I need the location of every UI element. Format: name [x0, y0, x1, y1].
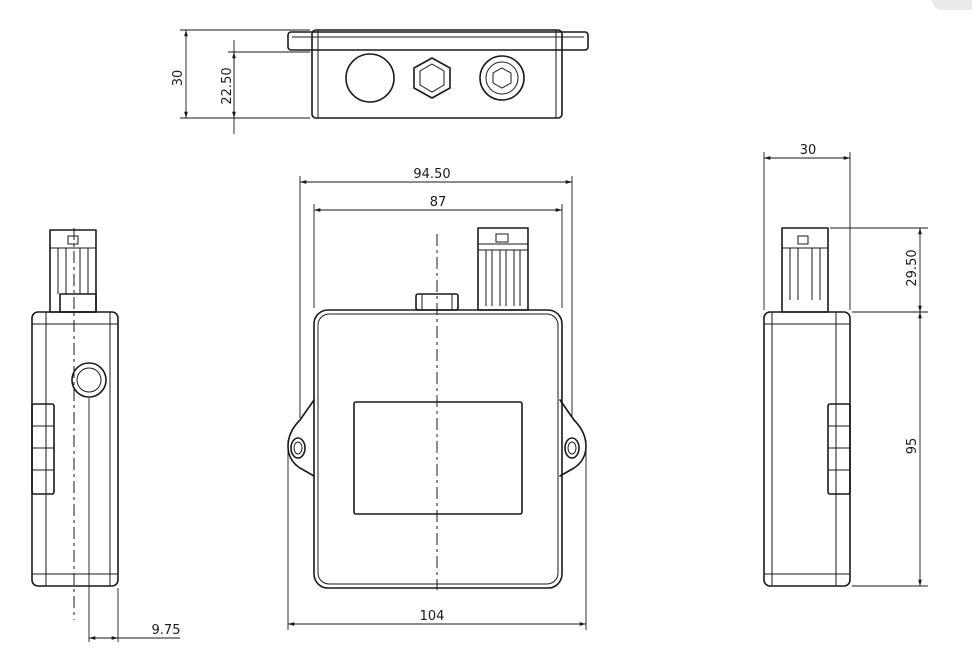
top-view: 30 22.50	[171, 29, 589, 134]
hex-nut-inner	[419, 63, 445, 93]
connector-latch	[495, 233, 509, 243]
dim-front-width-overall: 104	[420, 609, 445, 624]
right-connector	[781, 227, 829, 313]
right-side-clip	[827, 403, 851, 495]
dim-front-width-inner: 87	[430, 195, 447, 210]
front-connector	[477, 227, 529, 311]
left-side-view: 9.75	[31, 228, 181, 642]
dim-front-width-top: 94.50	[413, 167, 450, 182]
right-side-view: 30 29.50 95	[763, 143, 928, 587]
hex-nut-icon	[413, 57, 451, 99]
left-cable-gland	[71, 362, 107, 398]
top-cable-gland	[479, 55, 525, 101]
right-connector-latch	[797, 235, 809, 245]
right-mount-hole	[564, 437, 580, 459]
dim-side-right-height: 95	[905, 438, 920, 455]
left-body	[31, 311, 119, 587]
dim-top-height-overall: 30	[171, 70, 186, 87]
right-mount-hole-inner	[567, 441, 577, 455]
front-body	[313, 309, 563, 589]
front-body-inner	[317, 313, 559, 585]
dim-side-right-depth: 30	[800, 143, 817, 158]
left-connector-latch	[67, 235, 79, 245]
dim-side-left-offset: 9.75	[152, 623, 181, 638]
right-body	[763, 311, 851, 587]
top-body	[311, 29, 563, 119]
top-flange	[287, 31, 589, 51]
left-side-clip	[31, 403, 55, 495]
dim-top-height-body: 22.50	[220, 67, 235, 104]
top-cable-gland-ring	[485, 61, 519, 95]
front-view: 94.50 87 104	[287, 167, 587, 630]
window-corner-decoration	[932, 0, 972, 10]
left-connector	[49, 229, 97, 313]
left-mount-hole	[290, 437, 306, 459]
left-mount-hole-inner	[293, 441, 303, 455]
dim-side-right-connector: 29.50	[905, 249, 920, 286]
left-connector-base	[59, 293, 97, 313]
hex-socket-icon	[492, 67, 512, 89]
display-window	[353, 401, 523, 515]
top-round-port	[345, 53, 395, 103]
left-cable-gland-inner	[76, 367, 102, 393]
